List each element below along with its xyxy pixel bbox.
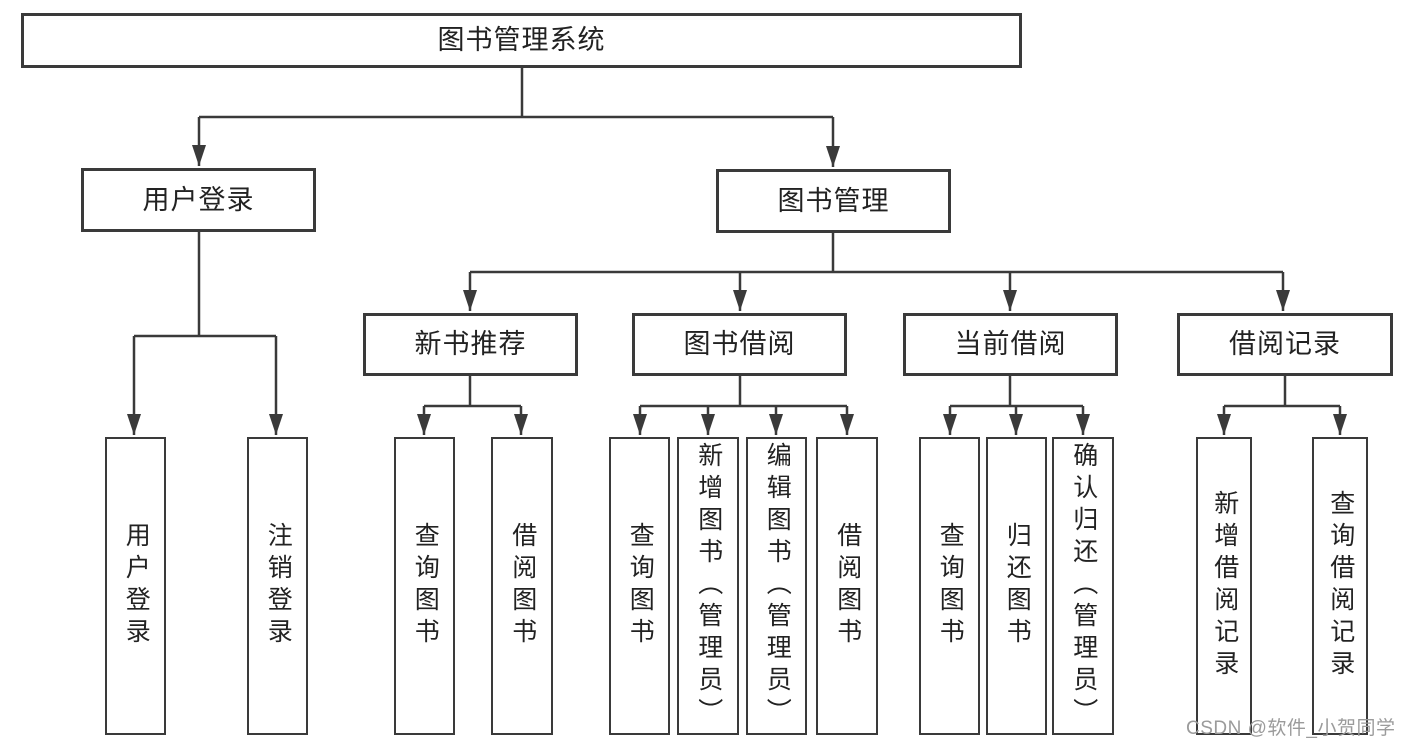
leaf-label: 查询图书	[411, 522, 440, 650]
leaf-label: 查询图书	[626, 522, 655, 650]
node-leaf-query-book-recommend: 查询图书	[394, 437, 455, 735]
node-leaf-add-book-admin: 新增图书（管理员）	[677, 437, 739, 735]
node-new-book-recommend: 新书推荐	[363, 313, 578, 376]
node-leaf-borrow-book-recommend: 借阅图书	[491, 437, 553, 735]
connector-book-mgmt-to-level3	[463, 233, 1290, 311]
leaf-label: 用户登录	[122, 522, 151, 650]
leaf-label: 查询图书	[936, 522, 965, 650]
node-leaf-query-book-borrowing: 查询图书	[609, 437, 670, 735]
connector-new-book-to-leaves	[417, 376, 528, 435]
node-library-management-system: 图书管理系统	[21, 13, 1022, 68]
node-leaf-return-book: 归还图书	[986, 437, 1047, 735]
node-leaf-confirm-return-admin: 确认归还（管理员）	[1052, 437, 1114, 735]
node-leaf-logout: 注销登录	[247, 437, 308, 735]
leaf-label: 借阅图书	[508, 522, 537, 650]
leaf-label: 确认归还（管理员）	[1069, 442, 1098, 730]
node-borrowing-records: 借阅记录	[1177, 313, 1393, 376]
leaf-label: 新增借阅记录	[1210, 490, 1239, 682]
node-leaf-user-login: 用户登录	[105, 437, 166, 735]
connector-user-login-to-leaves	[127, 232, 283, 435]
node-leaf-query-book-current: 查询图书	[919, 437, 980, 735]
node-book-management: 图书管理	[716, 169, 951, 233]
leaf-label: 借阅图书	[833, 522, 862, 650]
node-user-login: 用户登录	[81, 168, 316, 232]
leaf-label: 新增图书（管理员）	[694, 442, 723, 730]
connector-borrowing-to-leaves	[633, 376, 854, 435]
leaf-label: 注销登录	[264, 522, 293, 650]
connector-root-to-level2	[192, 68, 840, 167]
csdn-watermark: CSDN @软件_小贺同学	[1186, 718, 1396, 739]
leaf-label: 编辑图书（管理员）	[763, 442, 792, 730]
leaf-label: 归还图书	[1003, 522, 1032, 650]
leaf-label: 查询借阅记录	[1326, 490, 1355, 682]
node-leaf-add-borrow-record: 新增借阅记录	[1196, 437, 1252, 735]
node-leaf-borrow-book: 借阅图书	[816, 437, 878, 735]
connector-records-to-leaves	[1217, 376, 1347, 435]
connector-current-to-leaves	[943, 376, 1090, 435]
node-leaf-edit-book-admin: 编辑图书（管理员）	[746, 437, 807, 735]
node-current-borrowing: 当前借阅	[903, 313, 1118, 376]
node-book-borrowing: 图书借阅	[632, 313, 847, 376]
node-leaf-query-borrow-record: 查询借阅记录	[1312, 437, 1368, 735]
